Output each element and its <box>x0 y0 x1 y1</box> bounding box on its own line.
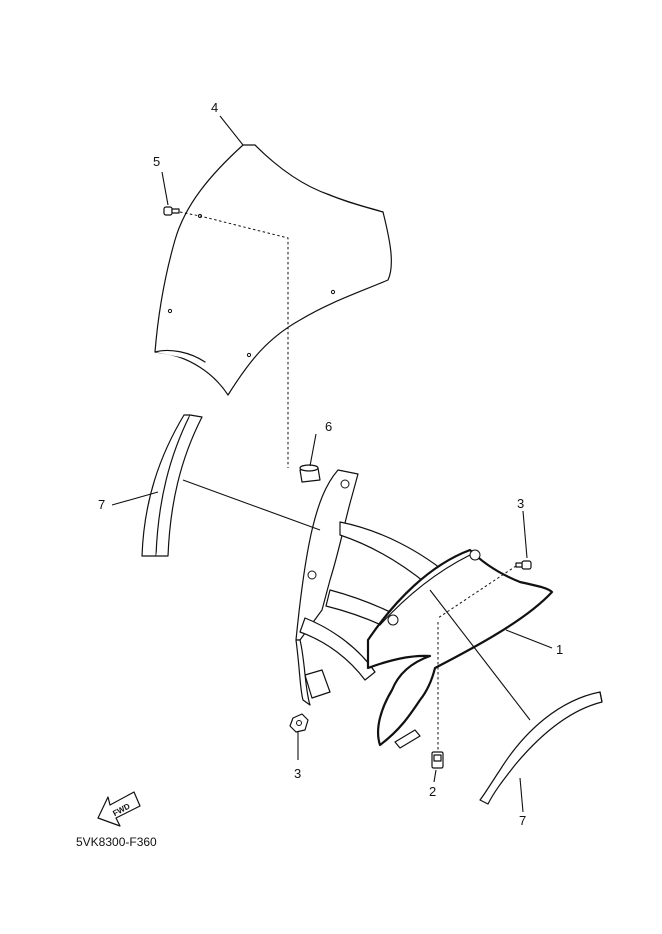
clip-nut-2 <box>431 751 444 769</box>
trim-strip-right <box>479 691 603 805</box>
callout-6: 6 <box>325 419 332 434</box>
fwd-arrow-icon: FWD <box>97 791 141 827</box>
callout-3-lower: 3 <box>294 766 301 781</box>
windshield <box>154 144 392 396</box>
leader-5 <box>161 171 169 206</box>
leader-6 <box>309 433 317 467</box>
cowling-panel <box>295 469 554 749</box>
callout-3-upper: 3 <box>517 496 524 511</box>
assembly-line-3-upper <box>437 565 517 619</box>
assembly-line-5-6 <box>179 211 289 468</box>
leader-3a <box>522 510 528 559</box>
callout-7-left: 7 <box>98 497 105 512</box>
trim-strip-left <box>141 414 203 557</box>
leader-7b <box>519 777 524 813</box>
leader-7a <box>111 491 159 506</box>
leader-4 <box>219 115 244 146</box>
well-nut-6 <box>299 464 321 483</box>
callout-1: 1 <box>556 642 563 657</box>
callout-5: 5 <box>153 154 160 169</box>
leader-1 <box>505 629 553 649</box>
callout-7-right: 7 <box>519 813 526 828</box>
callout-2: 2 <box>429 784 436 799</box>
callout-4: 4 <box>211 100 218 115</box>
leader-trim-7b <box>429 589 531 721</box>
diagram-code: 5VK8300-F360 <box>76 835 157 849</box>
leader-2 <box>433 769 437 783</box>
screw-5 <box>163 206 180 216</box>
nut-3-lower <box>289 713 309 733</box>
leader-trim-7 <box>182 479 321 531</box>
screw-3-upper <box>515 560 532 570</box>
